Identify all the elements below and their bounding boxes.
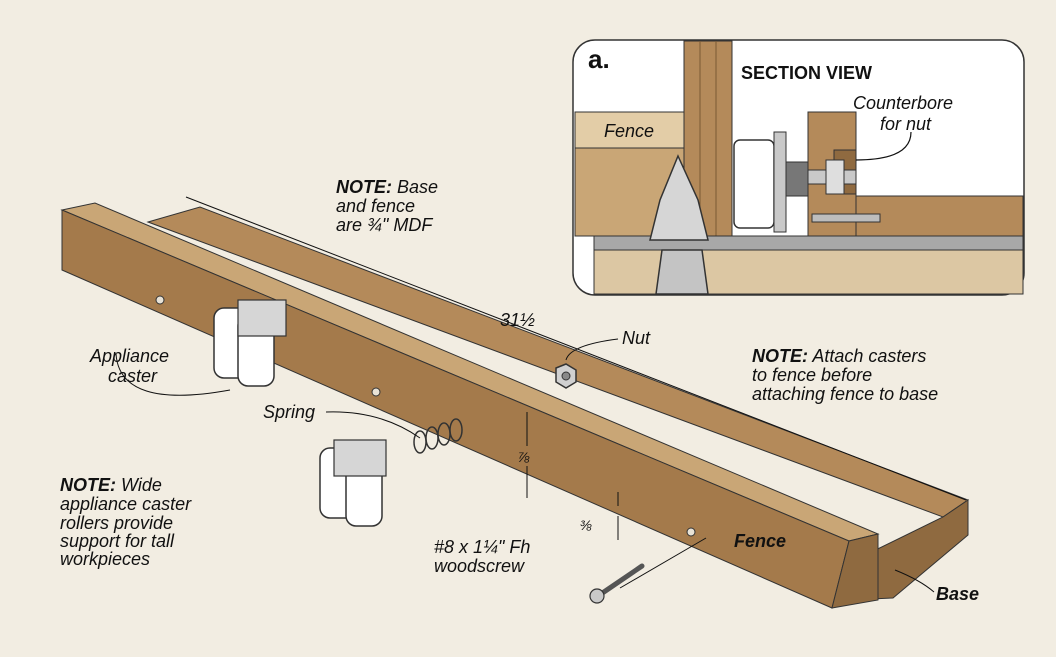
screw-label-1: #8 x 1¼" Fh [434,537,530,557]
base-label: Base [936,584,979,604]
caster-label-2: caster [108,366,158,386]
spring-icon [413,418,463,454]
hole [371,387,381,397]
nut-icon [807,159,857,195]
hole [155,295,165,305]
section-letter: a. [588,44,610,74]
note-mdf: NOTE: Base [336,177,438,197]
note-casters-2: to fence before [752,365,872,385]
fence-label: Fence [734,531,786,551]
note-casters: NOTE: Attach casters [752,346,926,366]
nut-label: Nut [622,328,651,348]
hole [686,527,696,537]
counterbore-leader [855,131,912,161]
caster-icon [319,439,387,527]
spring-icon [785,161,809,197]
dimension-seven-eighths: ⅞ [518,449,530,465]
screw-label-2: woodscrew [434,556,525,576]
note-wide: NOTE: Wide [60,475,162,495]
dimension-three-eighths: ⅜ [580,517,592,533]
caster-icon [213,299,287,387]
nut-icon [555,363,577,389]
screw-icon [589,563,645,604]
inset-fence-label: Fence [604,121,654,141]
note-casters-3: attaching fence to base [752,384,938,404]
inset-base-right [855,195,1024,237]
section-view-inset [572,39,1025,296]
dimension-length: 31½ [500,310,535,330]
note-wide-5: workpieces [60,549,150,569]
note-mdf-3: are ¾" MDF [336,215,433,235]
screw-icon [811,213,881,223]
note-mdf-2: and fence [336,196,415,216]
text-layer: a. SECTION VIEW Fence Counterbore for nu… [60,44,979,604]
section-view-title: SECTION VIEW [741,63,872,83]
dimension-lines [115,196,967,593]
counterbore-label-2: for nut [880,114,932,134]
caster-label-1: Appliance [89,346,169,366]
counterbore-label-1: Counterbore [853,93,953,113]
note-wide-2: appliance caster [60,494,192,514]
router-bit-icon [649,154,709,295]
caster-icon [733,131,787,233]
fence-end [831,533,879,609]
spring-label: Spring [263,402,315,422]
note-wide-4: support for tall [60,531,175,551]
note-wide-3: rollers provide [60,513,173,533]
